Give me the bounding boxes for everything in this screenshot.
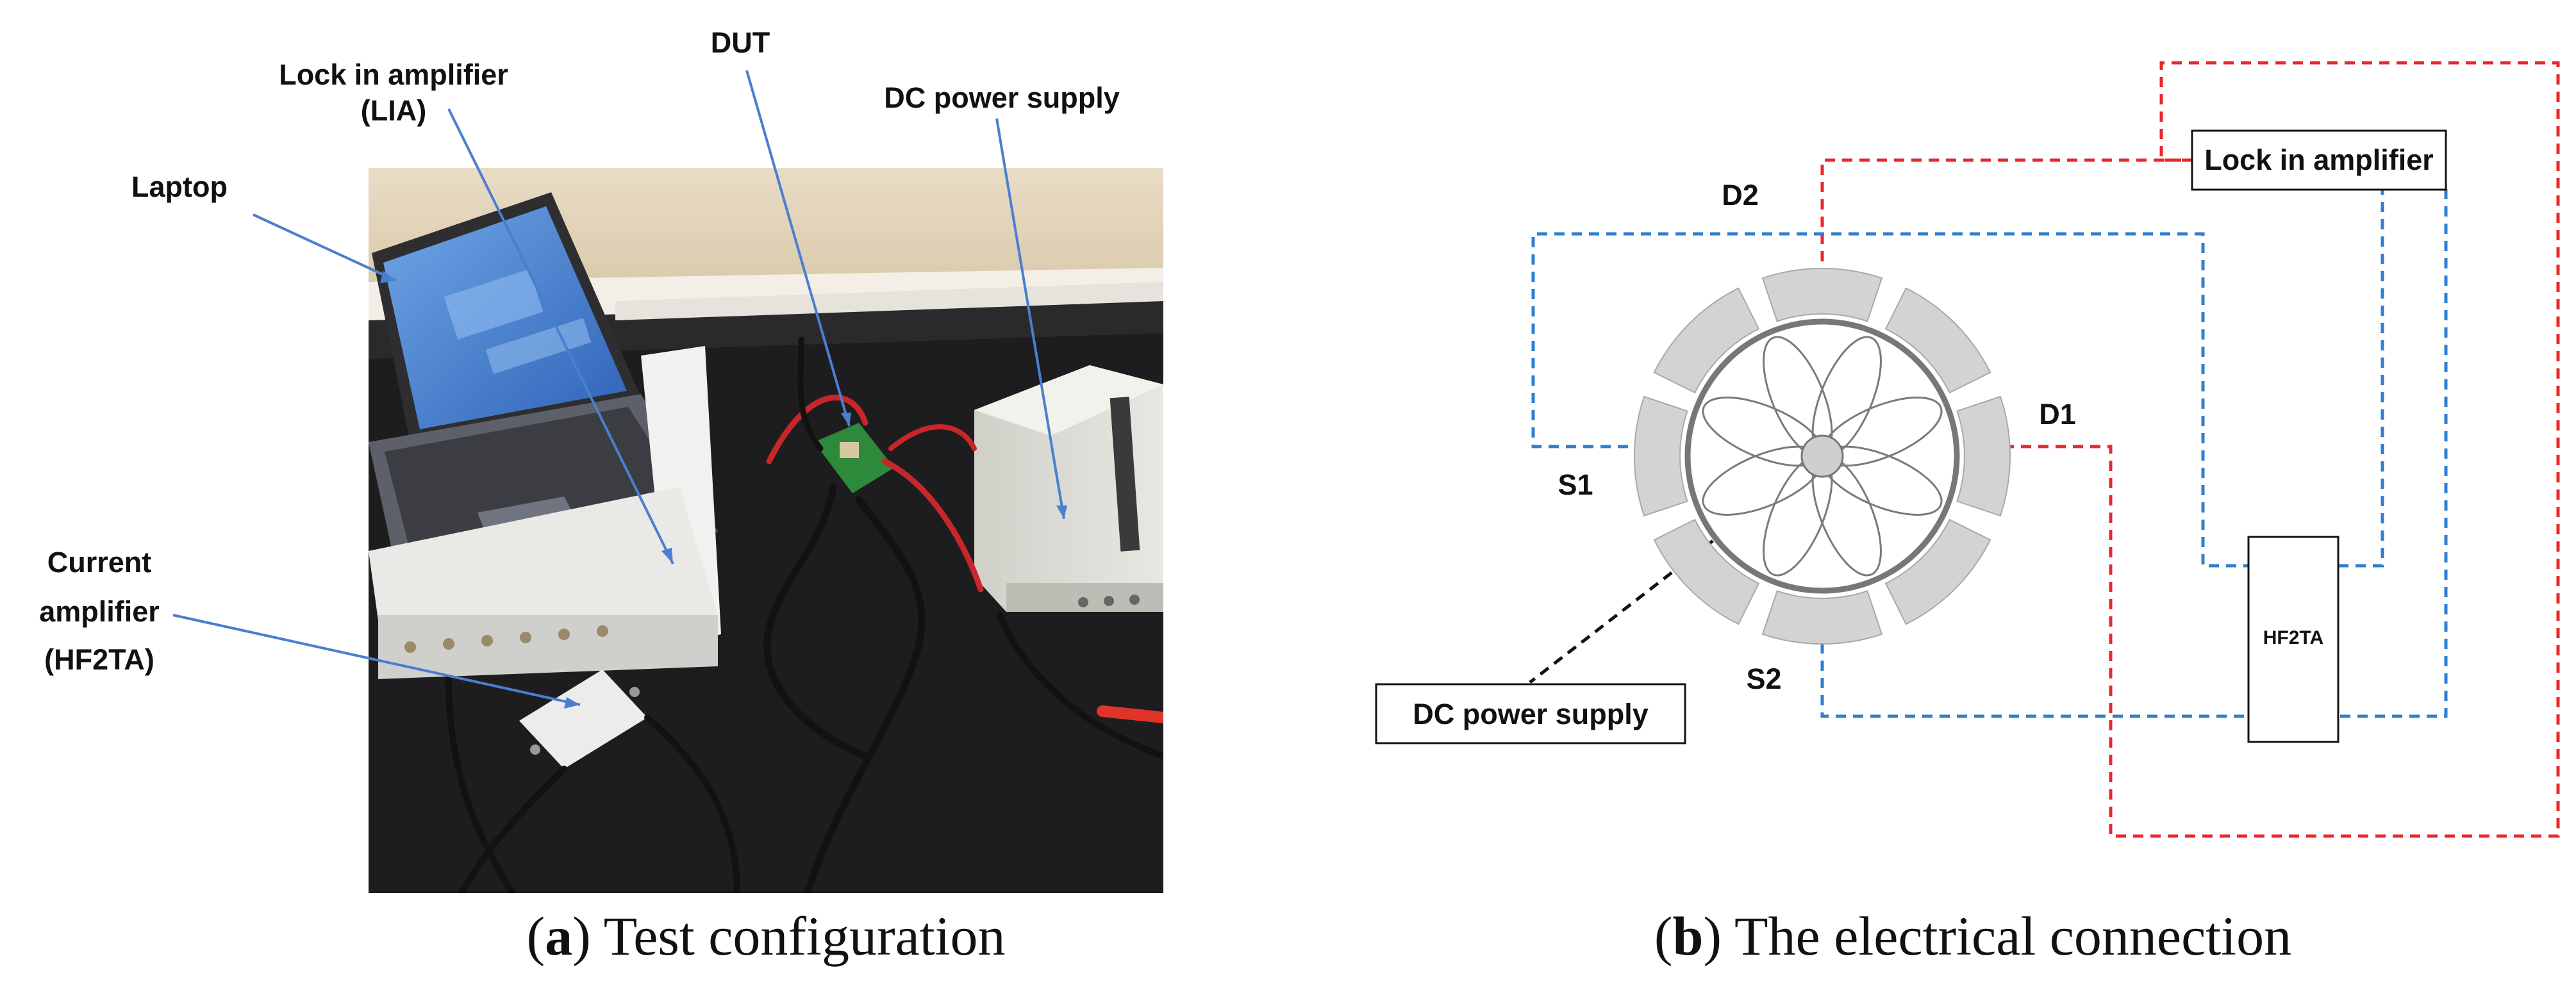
dc-power-supply — [974, 365, 1163, 612]
label-lia-line1: Lock in amplifier — [279, 58, 508, 91]
label-laptop: Laptop — [131, 170, 228, 203]
label-s1: S1 — [1558, 468, 1593, 501]
label-dut: DUT — [711, 26, 770, 59]
label-hf2ta: HF2TA — [2263, 627, 2323, 648]
label-current-line1: Current — [47, 546, 152, 579]
test-setup-photo — [369, 168, 1163, 893]
caption-b-text: The electrical connection — [1722, 905, 2291, 967]
dc-power-supply-box — [1375, 683, 1686, 744]
label-d1: D1 — [2039, 398, 2076, 431]
lock-in-amplifier — [369, 346, 721, 679]
label-current-line3: (HF2TA) — [44, 643, 154, 676]
cables — [445, 336, 1163, 893]
label-dc-power-supply-schematic: DC power supply — [1413, 698, 1649, 730]
dut-board — [814, 423, 894, 493]
electrode-s1 — [1633, 395, 1688, 517]
label-lock-in-amplifier: Lock in amplifier — [2204, 144, 2434, 176]
caption-a-text: Test configuration — [591, 905, 1006, 967]
laptop — [369, 192, 718, 634]
electrode-ring — [1633, 267, 2011, 645]
electrode-d2 — [1761, 267, 1883, 322]
wire-lia-to-hf2ta-lower — [2338, 189, 2448, 718]
electrode-s2 — [1761, 590, 1883, 645]
wire-d2-to-lia — [1820, 158, 2192, 296]
red-wires — [1820, 61, 2560, 838]
caption-b: (b) The electrical connection — [1654, 905, 2291, 967]
electrode-sw — [1653, 518, 1760, 625]
pointer-lines — [172, 70, 1065, 706]
electrode-d1 — [1956, 395, 2011, 517]
wire-s2-to-hf2ta — [1820, 609, 2248, 718]
label-dc-power-supply-photo: DC power supply — [884, 81, 1120, 114]
electrode-ne — [1884, 287, 1991, 394]
caption-a: (a) Test configuration — [526, 905, 1005, 967]
label-lia-line2: (LIA) — [361, 94, 426, 127]
pointer-arrowheads — [380, 271, 1067, 709]
lock-in-amplifier-box — [2191, 129, 2447, 191]
center-hub — [1800, 434, 1844, 478]
caption-b-letter: b — [1673, 905, 1704, 967]
label-current-line2: amplifier — [39, 595, 160, 628]
electrode-se — [1884, 518, 1991, 625]
label-s2: S2 — [1746, 662, 1781, 695]
electrode-nw — [1653, 287, 1760, 394]
label-d2: D2 — [1722, 179, 1759, 211]
wire-s1-to-hf2ta — [1531, 232, 2248, 568]
current-amplifier — [519, 670, 647, 769]
hf2ta-box — [2247, 536, 2339, 743]
wire-hf2ta-to-lia — [2338, 189, 2384, 568]
caption-a-letter: a — [545, 905, 572, 967]
